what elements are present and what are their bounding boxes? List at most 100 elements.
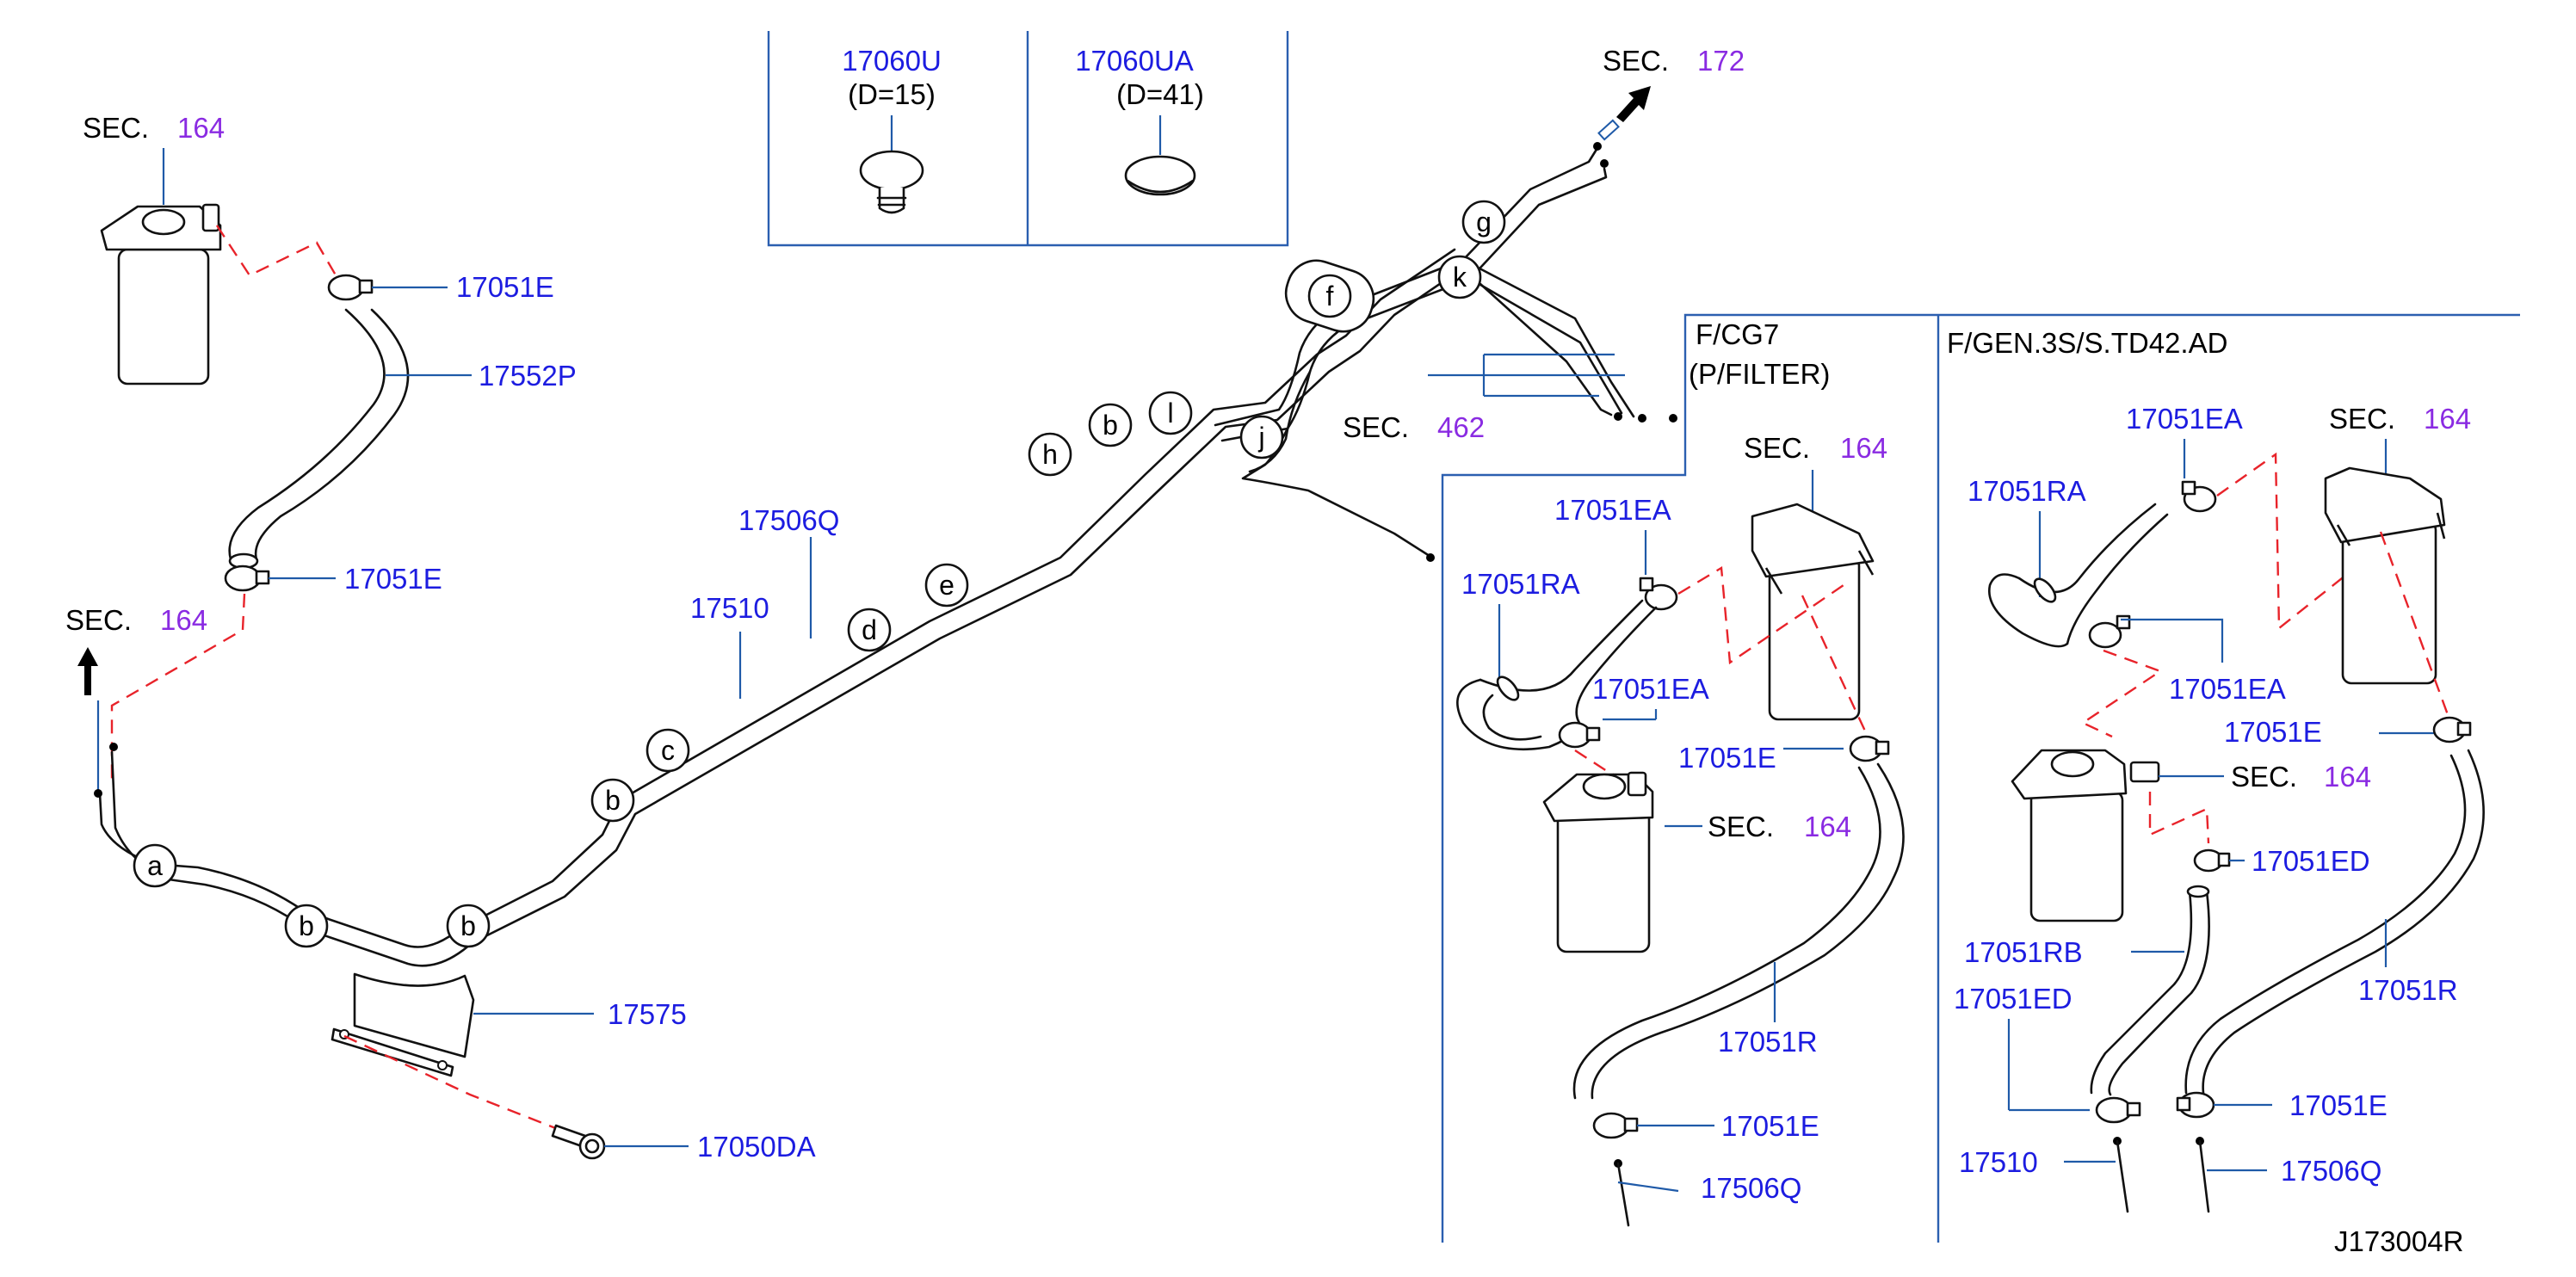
arrow-up-icon [77, 647, 98, 695]
part-number-17060UA[interactable]: 17060UA [1075, 45, 1194, 77]
option-panels-frame [1441, 313, 2520, 1243]
sec-ref-gen-filter[interactable]: 164 [2324, 761, 2371, 793]
clamp-17051E-lower-icon [224, 564, 270, 592]
clamp-17051ED-gen-a-icon [2193, 848, 2231, 873]
hose-17051RB-icon [2090, 885, 2210, 1096]
sec-ref-cg7-top[interactable]: 164 [1840, 432, 1887, 464]
sec-prefix: SEC. [1343, 411, 1409, 443]
fuel-filter-gen-icon [2011, 749, 2160, 922]
hose-17552P-icon [228, 308, 410, 570]
sec-ref-462[interactable]: 462 [1437, 411, 1485, 443]
clamp-17051E-gen-bottom-icon [2176, 1091, 2215, 1119]
fuel-filter-top-left-icon [100, 203, 222, 386]
part-number-17506Q[interactable]: 17506Q [1701, 1172, 1801, 1204]
clip-k[interactable]: k [1437, 255, 1482, 299]
clip-f[interactable]: f [1307, 274, 1352, 318]
clip-g-label: g [1476, 207, 1492, 238]
clip-b[interactable]: b [284, 904, 329, 948]
clip-h-label: h [1042, 439, 1058, 470]
clip-b[interactable]: b [590, 778, 635, 823]
part-number-17051R[interactable]: 17051R [1718, 1026, 1818, 1058]
hose-17051R-gen-icon [2184, 749, 2485, 1095]
clamp-17051E-cg7-icon [1849, 735, 1890, 762]
part-number-17051E[interactable]: 17051E [2224, 716, 2322, 748]
sec-prefix: SEC. [65, 604, 132, 636]
part-number-17051E[interactable]: 17051E [1678, 742, 1776, 774]
clamp-17051E-cg7-bottom-icon [1592, 1112, 1639, 1139]
hose-17051R-cg7-icon [1572, 762, 1905, 1100]
sec-ref-gen-top[interactable]: 164 [2424, 403, 2471, 435]
part-number-17510[interactable]: 17510 [690, 592, 769, 624]
sec-ref-cg7-filter[interactable]: 164 [1804, 811, 1851, 842]
part-number-17051E[interactable]: 17051E [456, 271, 554, 303]
clip-j-label: j [1257, 422, 1264, 453]
part-number-17051RA[interactable]: 17051RA [1461, 568, 1580, 600]
part-number-17050DA[interactable]: 17050DA [697, 1131, 816, 1163]
sec-ref-top-left[interactable]: 164 [177, 112, 225, 144]
arrow-up-right-icon [1597, 86, 1651, 141]
fuel-filter-cg7-icon [1542, 771, 1654, 953]
clip-d[interactable]: d [847, 608, 892, 652]
clip-a[interactable]: a [133, 843, 177, 888]
sec-prefix: SEC. [1708, 811, 1774, 842]
sec-prefix: SEC. [83, 112, 149, 144]
part-number-17051E[interactable]: 17051E [344, 563, 442, 595]
part-number-17051R[interactable]: 17051R [2358, 974, 2458, 1006]
clamp-17051EA-gen-a-icon [2181, 480, 2217, 513]
part-number-17575[interactable]: 17575 [608, 998, 687, 1030]
part-number-17060U[interactable]: 17060U [842, 45, 942, 77]
sec-ref-172[interactable]: 172 [1697, 45, 1745, 77]
clip-b-label: b [299, 910, 314, 941]
part-number-17506Q[interactable]: 17506Q [738, 504, 839, 536]
clip-a-label: a [147, 850, 163, 881]
part-number-17051ED[interactable]: 17051ED [1954, 983, 2073, 1015]
sec-ref-arrow-left[interactable]: 164 [160, 604, 207, 636]
part-number-17051RB[interactable]: 17051RB [1964, 936, 2083, 968]
clip-e[interactable]: e [924, 563, 969, 608]
part-number-17051EA[interactable]: 17051EA [1554, 494, 1671, 526]
hose-17051RA-gen-icon [1987, 503, 2169, 648]
clip-l-label: l [1167, 398, 1173, 429]
grommet-icon [859, 150, 924, 214]
part-number-17051RA[interactable]: 17051RA [1968, 475, 2086, 507]
clip-b-label: b [605, 785, 621, 816]
clip-g[interactable]: g [1461, 200, 1506, 244]
inset-17060UA: 17060UA (D=41) [1075, 45, 1204, 196]
part-number-17051EA[interactable]: 17051EA [1592, 673, 1709, 705]
panel-title-cg7: F/CG7 [1696, 318, 1779, 350]
part-number-17510[interactable]: 17510 [1959, 1146, 2038, 1178]
sec-prefix: SEC. [2231, 761, 2297, 793]
clip-b-label: b [1103, 410, 1118, 441]
part-number-17051E[interactable]: 17051E [1721, 1110, 1819, 1142]
part-number-17552P[interactable]: 17552P [479, 360, 577, 392]
clip-h[interactable]: h [1028, 432, 1072, 477]
fuel-filter-gen-top-icon [2324, 466, 2446, 685]
clip-c[interactable]: c [646, 728, 690, 773]
inset-frame [767, 31, 1289, 247]
part-number-17051ED[interactable]: 17051ED [2252, 845, 2370, 877]
clip-b[interactable]: b [446, 904, 491, 948]
clip-l[interactable]: l [1148, 391, 1193, 435]
part-number-17506Q[interactable]: 17506Q [2281, 1155, 2381, 1187]
clip-b[interactable]: b [1088, 403, 1133, 447]
fuel-tubes [98, 248, 1472, 967]
bracket-17575-icon [330, 972, 475, 1077]
fuel-filter-cg7-top-icon [1751, 503, 1875, 721]
sec-prefix: SEC. [1744, 432, 1810, 464]
clip-j[interactable]: j [1239, 415, 1284, 460]
plug-icon [1124, 155, 1196, 196]
panel-title-cg7-sub: (P/FILTER) [1689, 358, 1830, 390]
bolt-17050DA-icon [551, 1124, 606, 1160]
clip-c-label: c [661, 735, 675, 766]
clip-f-label: f [1326, 281, 1334, 312]
part-number-17051EA[interactable]: 17051EA [2126, 403, 2243, 435]
clip-e-label: e [939, 570, 954, 601]
clamp-17051E-top-icon [327, 274, 374, 301]
dimension-label: (D=15) [848, 78, 936, 110]
part-number-17051EA[interactable]: 17051EA [2169, 673, 2286, 705]
sec-prefix: SEC. [2329, 403, 2395, 435]
part-number-17051E[interactable]: 17051E [2289, 1089, 2388, 1121]
dimension-label: (D=41) [1116, 78, 1204, 110]
inset-17060U: 17060U (D=15) [842, 45, 942, 214]
